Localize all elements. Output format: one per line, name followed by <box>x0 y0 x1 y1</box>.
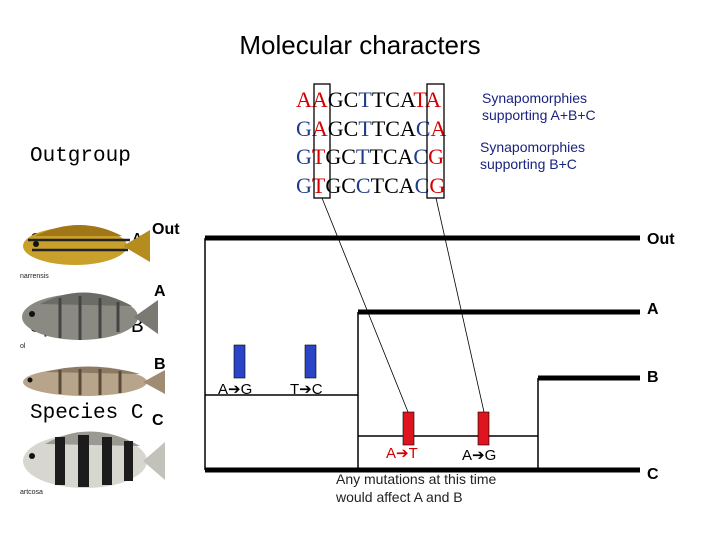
nucleotide: C <box>355 172 371 198</box>
nucleotide: A <box>399 115 416 141</box>
mutation-bar-blue-1 <box>233 344 246 379</box>
mutation-label-red-2: A➔G <box>462 447 497 464</box>
nucleotide: G <box>296 115 312 141</box>
column-box-10 <box>426 83 445 199</box>
connector-column-10 <box>435 197 485 413</box>
species-name-outgroup: Outgroup <box>30 145 131 168</box>
nucleotide: T <box>358 87 372 112</box>
nucleotide: C <box>385 87 400 112</box>
nucleotide: C <box>341 144 356 169</box>
fish-label-out: Out <box>152 221 180 238</box>
page-title: Molecular characters <box>239 30 481 60</box>
nucleotide: G <box>296 172 312 198</box>
tip-label-out: Out <box>647 231 675 248</box>
nucleotide: C <box>343 87 359 112</box>
nucleotide: A <box>296 87 312 112</box>
mutation-bar-red-1 <box>402 411 415 446</box>
nucleotide: G <box>327 115 344 141</box>
nucleotide: C <box>414 172 430 198</box>
sequence-row-2: GTGCTTCACG <box>296 143 446 172</box>
sequence-row-3: GTGCCTCACG <box>296 172 446 201</box>
nucleotide: G <box>296 144 312 169</box>
nucleotide: C <box>343 115 359 141</box>
synapomorphy-bc-label: Synapomorphies supporting B+C <box>480 139 586 172</box>
column-box-2 <box>313 83 331 199</box>
nucleotide: T <box>371 87 386 112</box>
tip-label-a: A <box>647 301 659 318</box>
fish-caption-0: narrensis <box>20 273 49 280</box>
nucleotide: G <box>325 172 342 198</box>
connector-column-2 <box>321 197 409 413</box>
nucleotide: T <box>358 115 372 141</box>
nucleotide: T <box>311 144 326 169</box>
nucleotide: T <box>413 87 426 112</box>
fish-outgroup <box>23 225 150 265</box>
nucleotide: A <box>398 172 415 198</box>
mutation-label-red-1: A➔T <box>386 445 418 462</box>
nucleotide: G <box>428 144 444 169</box>
nucleotide: A <box>430 115 447 141</box>
nucleotide: A <box>311 87 328 112</box>
species-name-c: Species C <box>30 401 144 425</box>
nucleotide: C <box>385 115 400 141</box>
fish-caption-1: ol <box>20 343 26 350</box>
nucleotide: A <box>399 87 414 112</box>
nucleotide: C <box>341 172 356 198</box>
nucleotide: A <box>311 115 328 141</box>
sequence-row-0: AAGCTTCATA <box>296 86 446 115</box>
synapomorphy-abc-label: Synapomorphies supporting A+B+C <box>482 90 596 123</box>
nucleotide: T <box>371 115 386 141</box>
nucleotide: T <box>311 172 326 198</box>
fish-species-b <box>23 366 165 396</box>
mutation-note: Any mutations at this time would affect … <box>336 471 497 505</box>
mutation-label-blue-1: A➔G <box>218 381 253 398</box>
tip-label-c: C <box>647 466 659 483</box>
mutation-bar-blue-2 <box>304 344 317 379</box>
nucleotide: C <box>413 144 429 169</box>
nucleotide: T <box>370 172 385 198</box>
nucleotide: G <box>327 87 344 112</box>
nucleotide: T <box>355 144 370 169</box>
fish-species-c <box>23 431 165 488</box>
fish-caption-3: artcosa <box>20 489 43 496</box>
nucleotide: A <box>397 144 414 169</box>
nucleotide: T <box>369 144 383 169</box>
nucleotide: C <box>384 172 399 198</box>
fish-label-c: C <box>152 412 164 429</box>
mutation-label-blue-2: T➔C <box>290 381 323 398</box>
nucleotide: G <box>429 172 446 198</box>
fish-label-b: B <box>154 356 166 373</box>
nucleotide: A <box>425 87 441 112</box>
mutation-bar-red-2 <box>477 411 490 446</box>
fish-label-a: A <box>154 283 166 300</box>
tip-label-b: B <box>647 369 659 386</box>
fish-species-a <box>22 292 158 340</box>
nucleotide: C <box>382 144 398 169</box>
nucleotide: G <box>325 144 342 169</box>
